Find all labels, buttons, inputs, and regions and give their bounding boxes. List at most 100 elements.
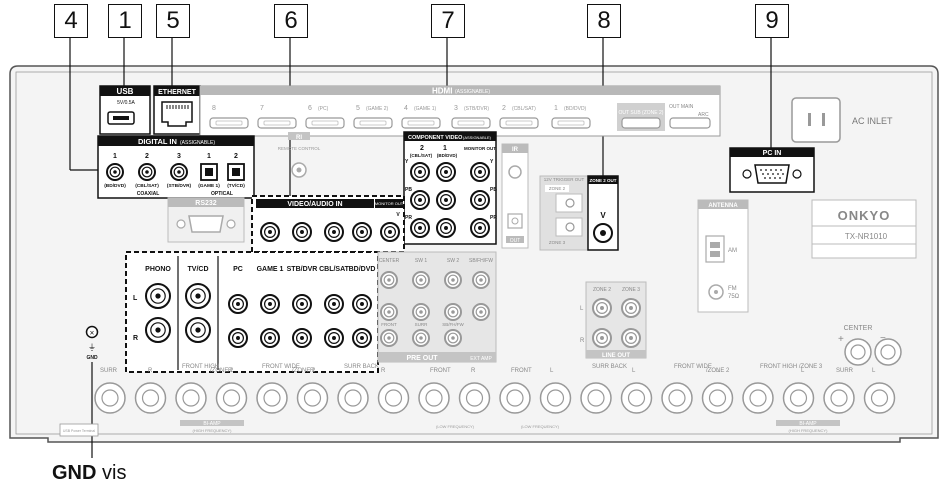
speaker-terminal-13[interactable] <box>620 382 653 414</box>
speaker-terminal-6[interactable] <box>337 382 369 414</box>
hdmi-port-2[interactable] <box>499 117 539 129</box>
pre-out-label-center: CENTER <box>379 258 400 264</box>
speaker-terminal-11[interactable] <box>539 382 572 414</box>
trigger-zone3-jack[interactable] <box>565 222 575 232</box>
digital-coaxial-label: COAXIAL <box>137 191 160 197</box>
line-out-zone3: ZONE 3 <box>622 287 640 293</box>
line-out-zone2-l-jack-pin <box>600 306 604 310</box>
speaker-terminal-14[interactable] <box>661 382 693 414</box>
hdmi-port-3-label: (STB/DVR) <box>464 106 489 112</box>
usb-power-note-box <box>59 423 99 437</box>
component-in2-pb-jack-ring <box>414 194 427 207</box>
ethernet-header-bar <box>154 86 200 96</box>
speaker-terminal-19[interactable] <box>863 382 896 414</box>
speaker-terminal-5[interactable] <box>296 382 329 414</box>
callout-9: 9 <box>755 4 789 38</box>
speaker-terminal-2[interactable] <box>175 382 207 414</box>
speaker-terminal-6-ring <box>344 389 362 407</box>
speaker-terminal-0[interactable] <box>94 382 126 414</box>
line-out-zone2-l-jack-ring <box>595 302 608 315</box>
component-monitor-out-pb-jack-ring <box>474 194 487 207</box>
speaker-terminal-12[interactable] <box>580 382 612 414</box>
pre-out-sw1-jack-top-pin <box>419 278 423 282</box>
video-in-bd-dvd-jack-ring <box>356 226 369 239</box>
speaker-terminal-15[interactable] <box>701 382 734 414</box>
component-video-assignable: (ASSIGNABLE) <box>463 135 492 140</box>
biamp-right-highfreq: (HIGH FREQUENCY) <box>789 428 829 433</box>
callout-7: 7 <box>431 4 465 38</box>
component-row-label-right-pr: PR <box>490 215 497 221</box>
hdmi-port-4[interactable] <box>401 117 441 129</box>
audio-in-pc-r-jack-ring <box>232 332 245 345</box>
gnd-panel-label: GND <box>86 355 98 361</box>
speaker-terminal-10[interactable] <box>499 382 531 414</box>
callout-6: 6 <box>274 4 308 38</box>
component-row-label-y: Y <box>405 159 409 165</box>
rs232-port[interactable] <box>188 215 224 233</box>
speaker-label-17: /ZONE 2 <box>706 368 730 374</box>
line-out-zone3-l-jack-ring <box>624 302 637 315</box>
speaker-terminal-18-ring <box>830 389 848 407</box>
speaker-label-2: FRONT HIGH <box>182 364 219 370</box>
speaker-terminal-7[interactable] <box>377 382 410 414</box>
line-out-zone3-r-jack-ring <box>624 332 637 345</box>
hdmi-port-4-inner <box>407 120 435 126</box>
hdmi-port-5-label: (GAME 2) <box>366 106 389 112</box>
antenna-am-clip-top <box>710 242 720 248</box>
chassis-inner-line <box>15 71 933 435</box>
hdmi-port-7[interactable] <box>257 117 297 129</box>
speaker-terminal-17[interactable] <box>782 382 815 414</box>
ir-in-jack[interactable] <box>508 165 522 179</box>
gnd-caption-bold: GND <box>52 462 97 484</box>
antenna-fm-label: FM <box>728 286 737 292</box>
video-audio-in-header-bar <box>256 199 374 208</box>
hdmi-port-5[interactable] <box>353 117 393 129</box>
audio-in-label-stb-dvr: STB/DVR <box>287 266 318 273</box>
center-terminal-plus[interactable] <box>844 338 872 366</box>
component-in1-label: (BD/DVD) <box>437 153 458 158</box>
pre-out-sw1-jack-top-ring <box>415 274 427 286</box>
hdmi-port-8[interactable] <box>209 117 249 129</box>
antenna-am-terminal[interactable] <box>705 235 725 263</box>
speaker-terminal-9[interactable] <box>458 382 491 414</box>
digital-coax-2-label: (CBL/SAT) <box>135 183 159 189</box>
speaker-terminal-15-ring <box>708 389 727 407</box>
ri-jack-center <box>296 167 302 173</box>
pre-out-sbfhfw-jack-top-ring <box>475 274 487 286</box>
video-in-game1-jack-pin <box>268 230 272 234</box>
pre-out-label-bar <box>378 352 466 362</box>
trigger-zone2-jack[interactable] <box>565 198 575 208</box>
hdmi-port-6[interactable] <box>305 117 345 129</box>
speaker-terminal-3[interactable] <box>215 382 248 414</box>
hdmi-port-3[interactable] <box>451 117 491 129</box>
video-in-stb-dvr-jack-ring <box>296 226 309 239</box>
speaker-terminal-1[interactable] <box>134 382 167 414</box>
speaker-terminal-4[interactable] <box>256 382 288 414</box>
pc-in-dsub-port[interactable] <box>754 164 790 184</box>
hdmi-out-main-port[interactable] <box>669 117 711 129</box>
audio-in-label-pc: PC <box>233 266 243 273</box>
audio-in-game1-l-jack-ring <box>264 298 277 311</box>
hdmi-out-sub-port[interactable] <box>621 117 661 129</box>
line-out-section <box>585 281 647 359</box>
ri-subtitle: REMOTE CONTROL <box>278 146 321 151</box>
hdmi-port-1-inner <box>557 120 585 126</box>
center-terminal-minus[interactable] <box>874 338 902 366</box>
hdmi-port-8-inner <box>215 120 243 126</box>
hdmi-out-sub-label: OUT SUB (ZONE 2) <box>619 110 664 116</box>
video-monitor-out-v: V <box>396 212 400 218</box>
biamp-left-label: BI-AMP <box>203 421 221 427</box>
pre-out-sbfhfw-jack-mid-ring <box>475 306 487 318</box>
model-name: TX-NR1010 <box>845 232 888 241</box>
audio-in-stb-dvr-l-jack-pin <box>300 302 304 306</box>
digital-coax-3-jack-pin <box>177 170 181 174</box>
audio-in-cbl-sat-r-jack-ring <box>328 332 341 345</box>
pre-out-label-sw1: SW 1 <box>415 258 427 264</box>
speaker-terminal-8[interactable] <box>418 382 450 414</box>
hdmi-port-1[interactable] <box>551 117 591 129</box>
digital-coax-1-jack-ring <box>109 166 121 178</box>
speaker-terminal-18[interactable] <box>823 382 855 414</box>
gnd-screw[interactable] <box>85 325 99 339</box>
speaker-terminal-16[interactable] <box>742 382 774 414</box>
